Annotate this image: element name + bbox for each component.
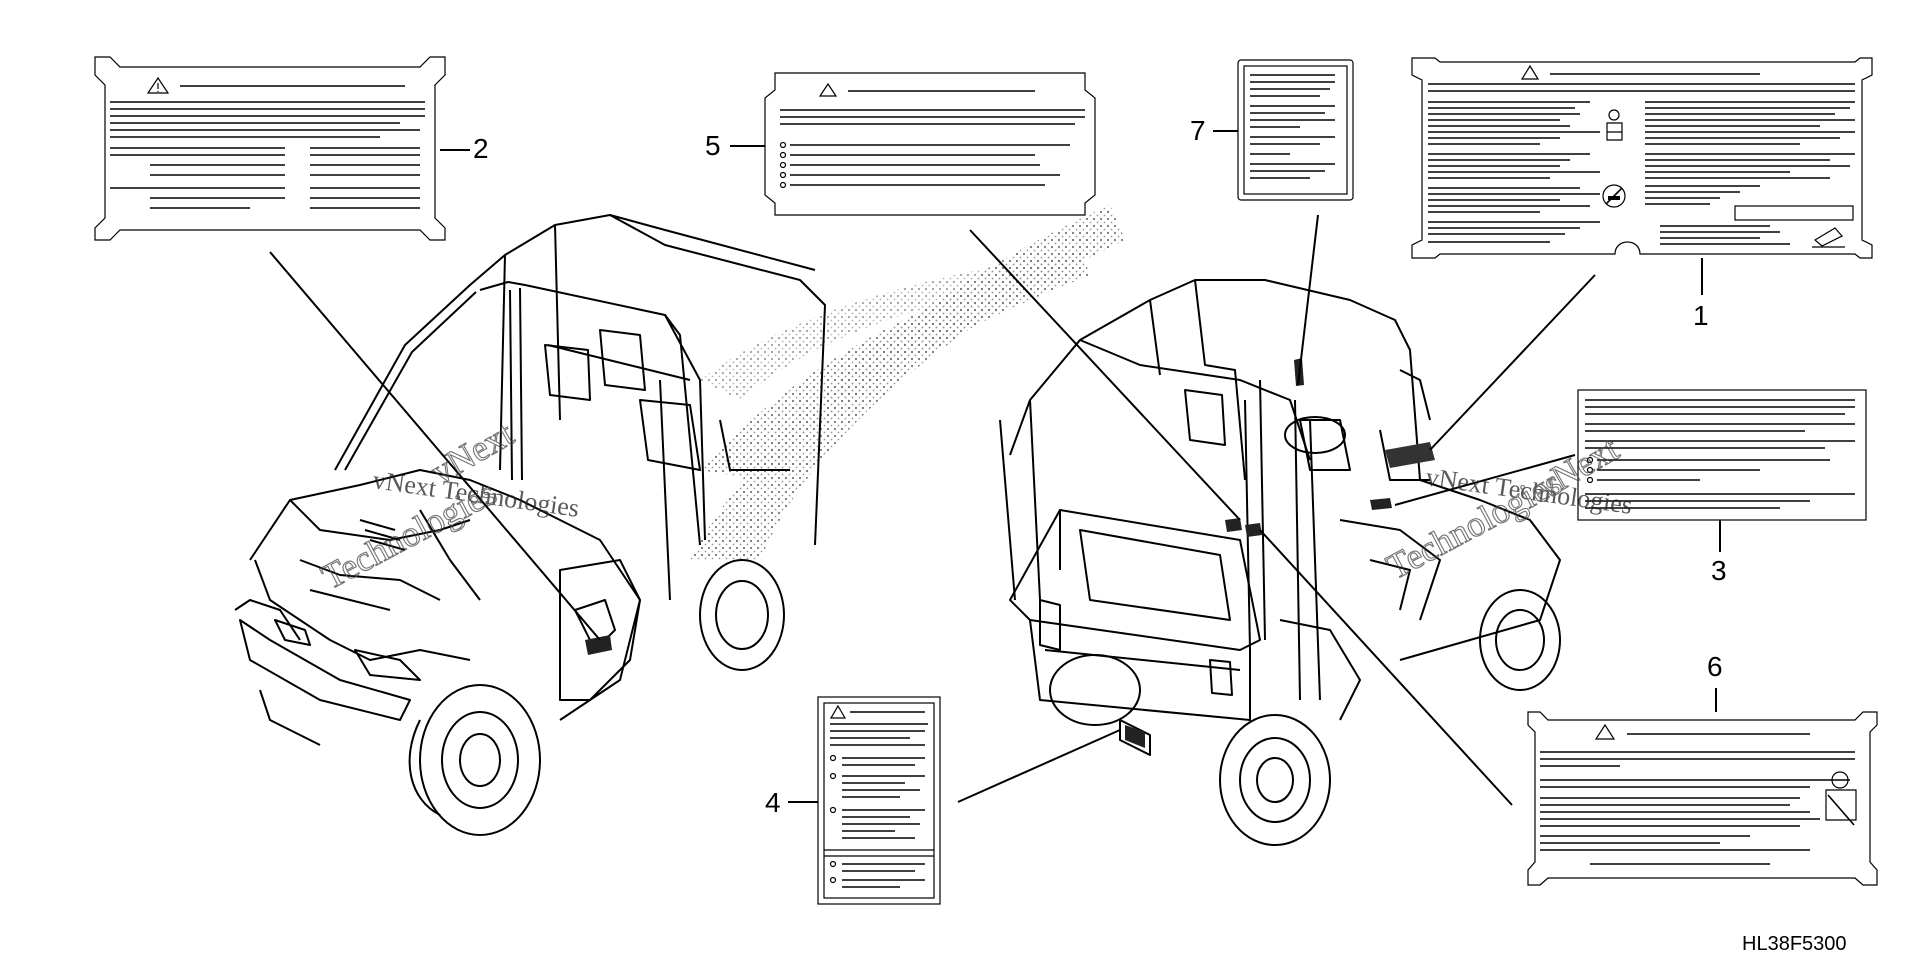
label-1-warning-decal (1411, 57, 1873, 259)
brand-wing-halftone (690, 205, 1125, 560)
leader-lines (269, 130, 1721, 806)
no-passenger-icon (1825, 771, 1857, 826)
label-4-warning-decal (817, 696, 941, 905)
warning-triangle-icon (1520, 64, 1540, 80)
utv-rear-view (999, 279, 1561, 846)
callout-5: 5 (705, 130, 721, 161)
label-5-warning-decal (764, 72, 1096, 216)
callout-4: 4 (765, 787, 781, 818)
warning-triangle-icon (829, 704, 847, 719)
label-2-warning-decal (94, 56, 446, 241)
label-6-warning-decal (1527, 711, 1878, 886)
hand-warning-icon (1812, 227, 1845, 248)
label-3-warning-decal (1577, 389, 1867, 521)
callout-1: 1 (1693, 300, 1709, 331)
warning-triangle-icon (818, 82, 838, 97)
no-passenger-icon (1602, 184, 1626, 208)
callout-6: 6 (1707, 651, 1723, 682)
callout-3: 3 (1711, 555, 1727, 586)
callout-7: 7 (1190, 115, 1206, 146)
child-seat-icon (1606, 109, 1623, 141)
warning-triangle-icon (146, 76, 170, 94)
utv-front-view (234, 214, 826, 836)
diagram-code: HL38F5300 (1742, 933, 1847, 955)
callout-numbers: 2 5 7 1 3 6 4 (473, 115, 1727, 818)
callout-2: 2 (473, 133, 489, 164)
warning-triangle-icon (1594, 723, 1616, 740)
label-7-warning-decal (1237, 59, 1354, 201)
